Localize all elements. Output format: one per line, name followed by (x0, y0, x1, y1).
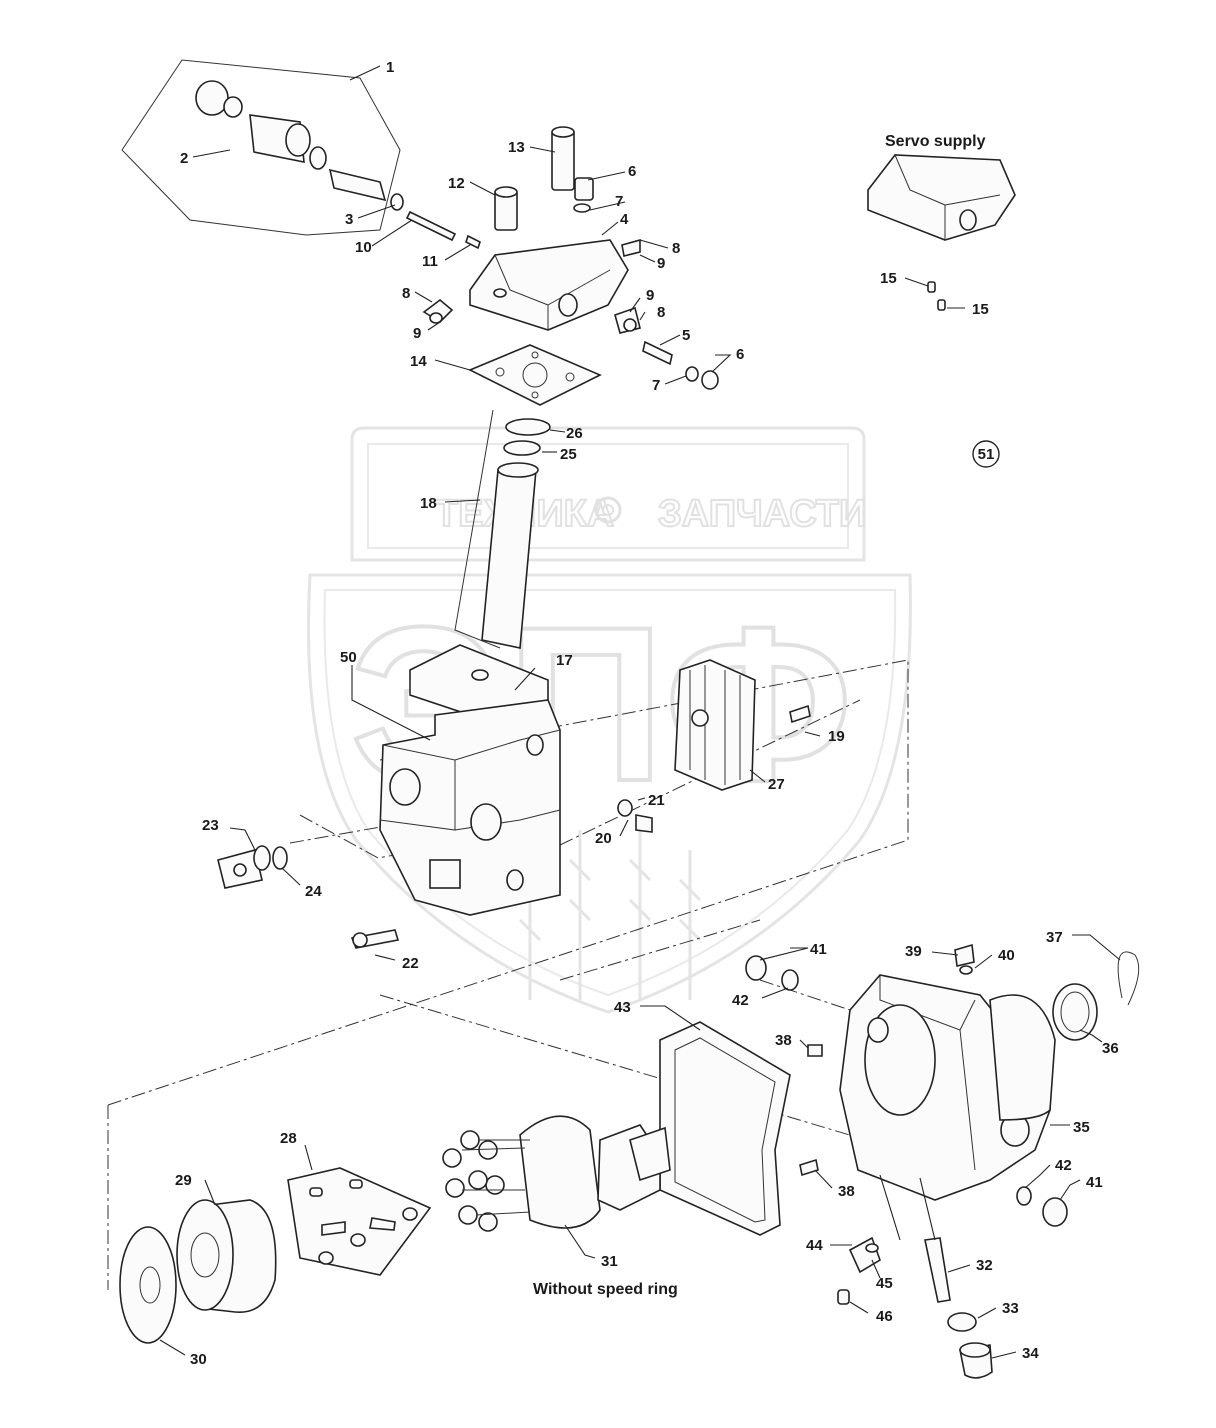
label-18: 18 (420, 495, 437, 512)
label-6a: 6 (628, 163, 636, 180)
label-38a: 38 (775, 1032, 792, 1049)
nut-33 (947, 1312, 977, 1332)
screw-46 (837, 1289, 850, 1305)
gear-icon (594, 496, 622, 524)
gasket-43 (659, 1021, 791, 1236)
watermark-line2: ЗАПЧАСТИ (658, 493, 866, 535)
label-11: 11 (422, 253, 438, 270)
label-28: 28 (280, 1130, 297, 1147)
group-number: 51 (978, 446, 995, 463)
plug-41-42-right (1016, 1186, 1068, 1227)
manifold-block-17 (379, 644, 561, 916)
label-25: 25 (560, 446, 577, 463)
watermark: ТЕХНИКА ЗАПЧАСТИ ЭПФ (307, 426, 912, 1014)
swash-plate-27 (674, 659, 811, 791)
label-9a: 9 (657, 255, 665, 272)
label-8b: 8 (402, 285, 410, 302)
label-50: 50 (340, 649, 357, 666)
valve-block-4 (422, 238, 719, 390)
label-4: 4 (620, 211, 629, 228)
label-13: 13 (508, 139, 525, 156)
label-27: 27 (768, 776, 785, 793)
plug-39-40 (954, 943, 975, 975)
label-1: 1 (386, 59, 394, 76)
circlip-37 (1117, 951, 1140, 1006)
cartridge-assembly (121, 59, 481, 250)
label-46: 46 (876, 1308, 893, 1325)
label-5: 5 (682, 327, 690, 344)
label-23: 23 (202, 817, 219, 834)
group-number-badge: 51 (972, 440, 1000, 468)
shaft-seal-36 (1052, 983, 1098, 1041)
label-21: 21 (648, 792, 665, 809)
label-41a: 41 (810, 941, 827, 958)
screw-22 (350, 929, 400, 949)
label-9c: 9 (646, 287, 654, 304)
cylinder-block-29 (176, 1199, 277, 1313)
label-35: 35 (1073, 1119, 1090, 1136)
caption-without-speed-ring: Without speed ring (533, 1281, 678, 1298)
screws-12-13 (494, 126, 594, 231)
label-45: 45 (876, 1275, 893, 1292)
label-7a: 7 (615, 193, 623, 210)
label-39: 39 (905, 943, 922, 960)
leader-lines (159, 65, 1121, 1359)
label-14: 14 (410, 353, 427, 370)
label-22: 22 (402, 955, 419, 972)
servo-supply-block (867, 154, 1016, 311)
label-8a: 8 (672, 240, 680, 257)
label-33: 33 (1002, 1300, 1019, 1317)
label-7b: 7 (652, 377, 660, 394)
label-38b: 38 (838, 1183, 855, 1200)
label-41b: 41 (1086, 1174, 1103, 1191)
label-20: 20 (595, 830, 612, 847)
label-9b: 9 (413, 325, 421, 342)
label-15a: 15 (880, 270, 897, 287)
label-15b: 15 (972, 301, 989, 318)
setscrew-32 (924, 1237, 951, 1303)
label-31: 31 (601, 1253, 618, 1270)
sleeve-18 (454, 409, 551, 649)
label-34: 34 (1022, 1345, 1039, 1362)
plug-23-24 (217, 845, 288, 889)
label-36: 36 (1102, 1040, 1119, 1057)
label-26: 26 (566, 425, 583, 442)
valve-plate-30 (119, 1226, 177, 1344)
housing-35 (839, 974, 1056, 1201)
label-10: 10 (355, 239, 372, 256)
label-3: 3 (345, 211, 353, 228)
label-32: 32 (976, 1257, 993, 1274)
label-30: 30 (190, 1351, 207, 1368)
label-8c: 8 (657, 304, 665, 321)
label-40: 40 (998, 947, 1015, 964)
label-42b: 42 (1055, 1157, 1072, 1174)
retainer-28 (287, 1167, 432, 1276)
plug-41-42-top (745, 955, 799, 991)
label-29: 29 (175, 1172, 192, 1189)
pins-38 (799, 1044, 823, 1177)
cap-34 (959, 1342, 993, 1379)
label-2: 2 (180, 150, 188, 167)
label-37: 37 (1046, 929, 1063, 946)
part-labels: 1 2 3 10 13 12 6 7 4 8 9 11 8 9 9 8 5 6 … (175, 59, 1119, 1368)
label-6b: 6 (736, 346, 744, 363)
label-12: 12 (448, 175, 465, 192)
caption-servo-supply: Servo supply (885, 133, 986, 150)
gasket-14 (468, 344, 602, 406)
label-19: 19 (828, 728, 845, 745)
plug-20-21 (617, 799, 653, 833)
bracket-44-45 (848, 1236, 881, 1274)
label-17: 17 (556, 652, 573, 669)
label-43: 43 (614, 999, 631, 1016)
label-42a: 42 (732, 992, 749, 1009)
label-24: 24 (305, 883, 322, 900)
rotating-group-31 (442, 1115, 671, 1232)
label-44: 44 (806, 1237, 823, 1254)
